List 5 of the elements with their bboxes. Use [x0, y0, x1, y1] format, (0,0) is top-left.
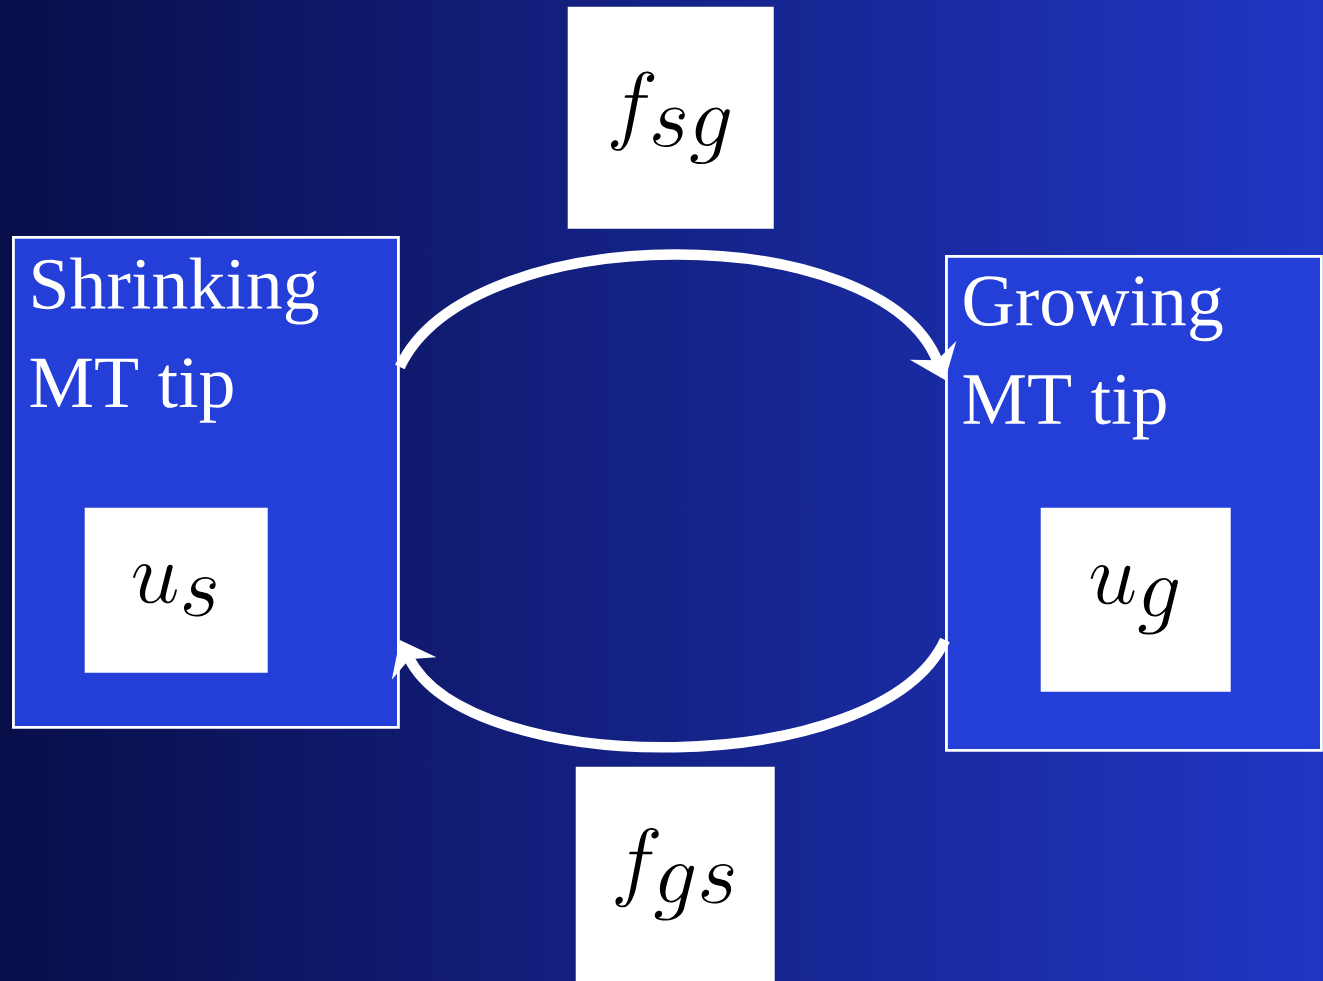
formula-box: $u_s$ [84, 507, 268, 673]
curved-arrow [391, 636, 950, 753]
formula-box: $f_{sg}$ [567, 6, 774, 229]
formula-box: $u_g$ [1040, 507, 1231, 692]
formula-box: $f_{gs}$ [575, 766, 775, 981]
